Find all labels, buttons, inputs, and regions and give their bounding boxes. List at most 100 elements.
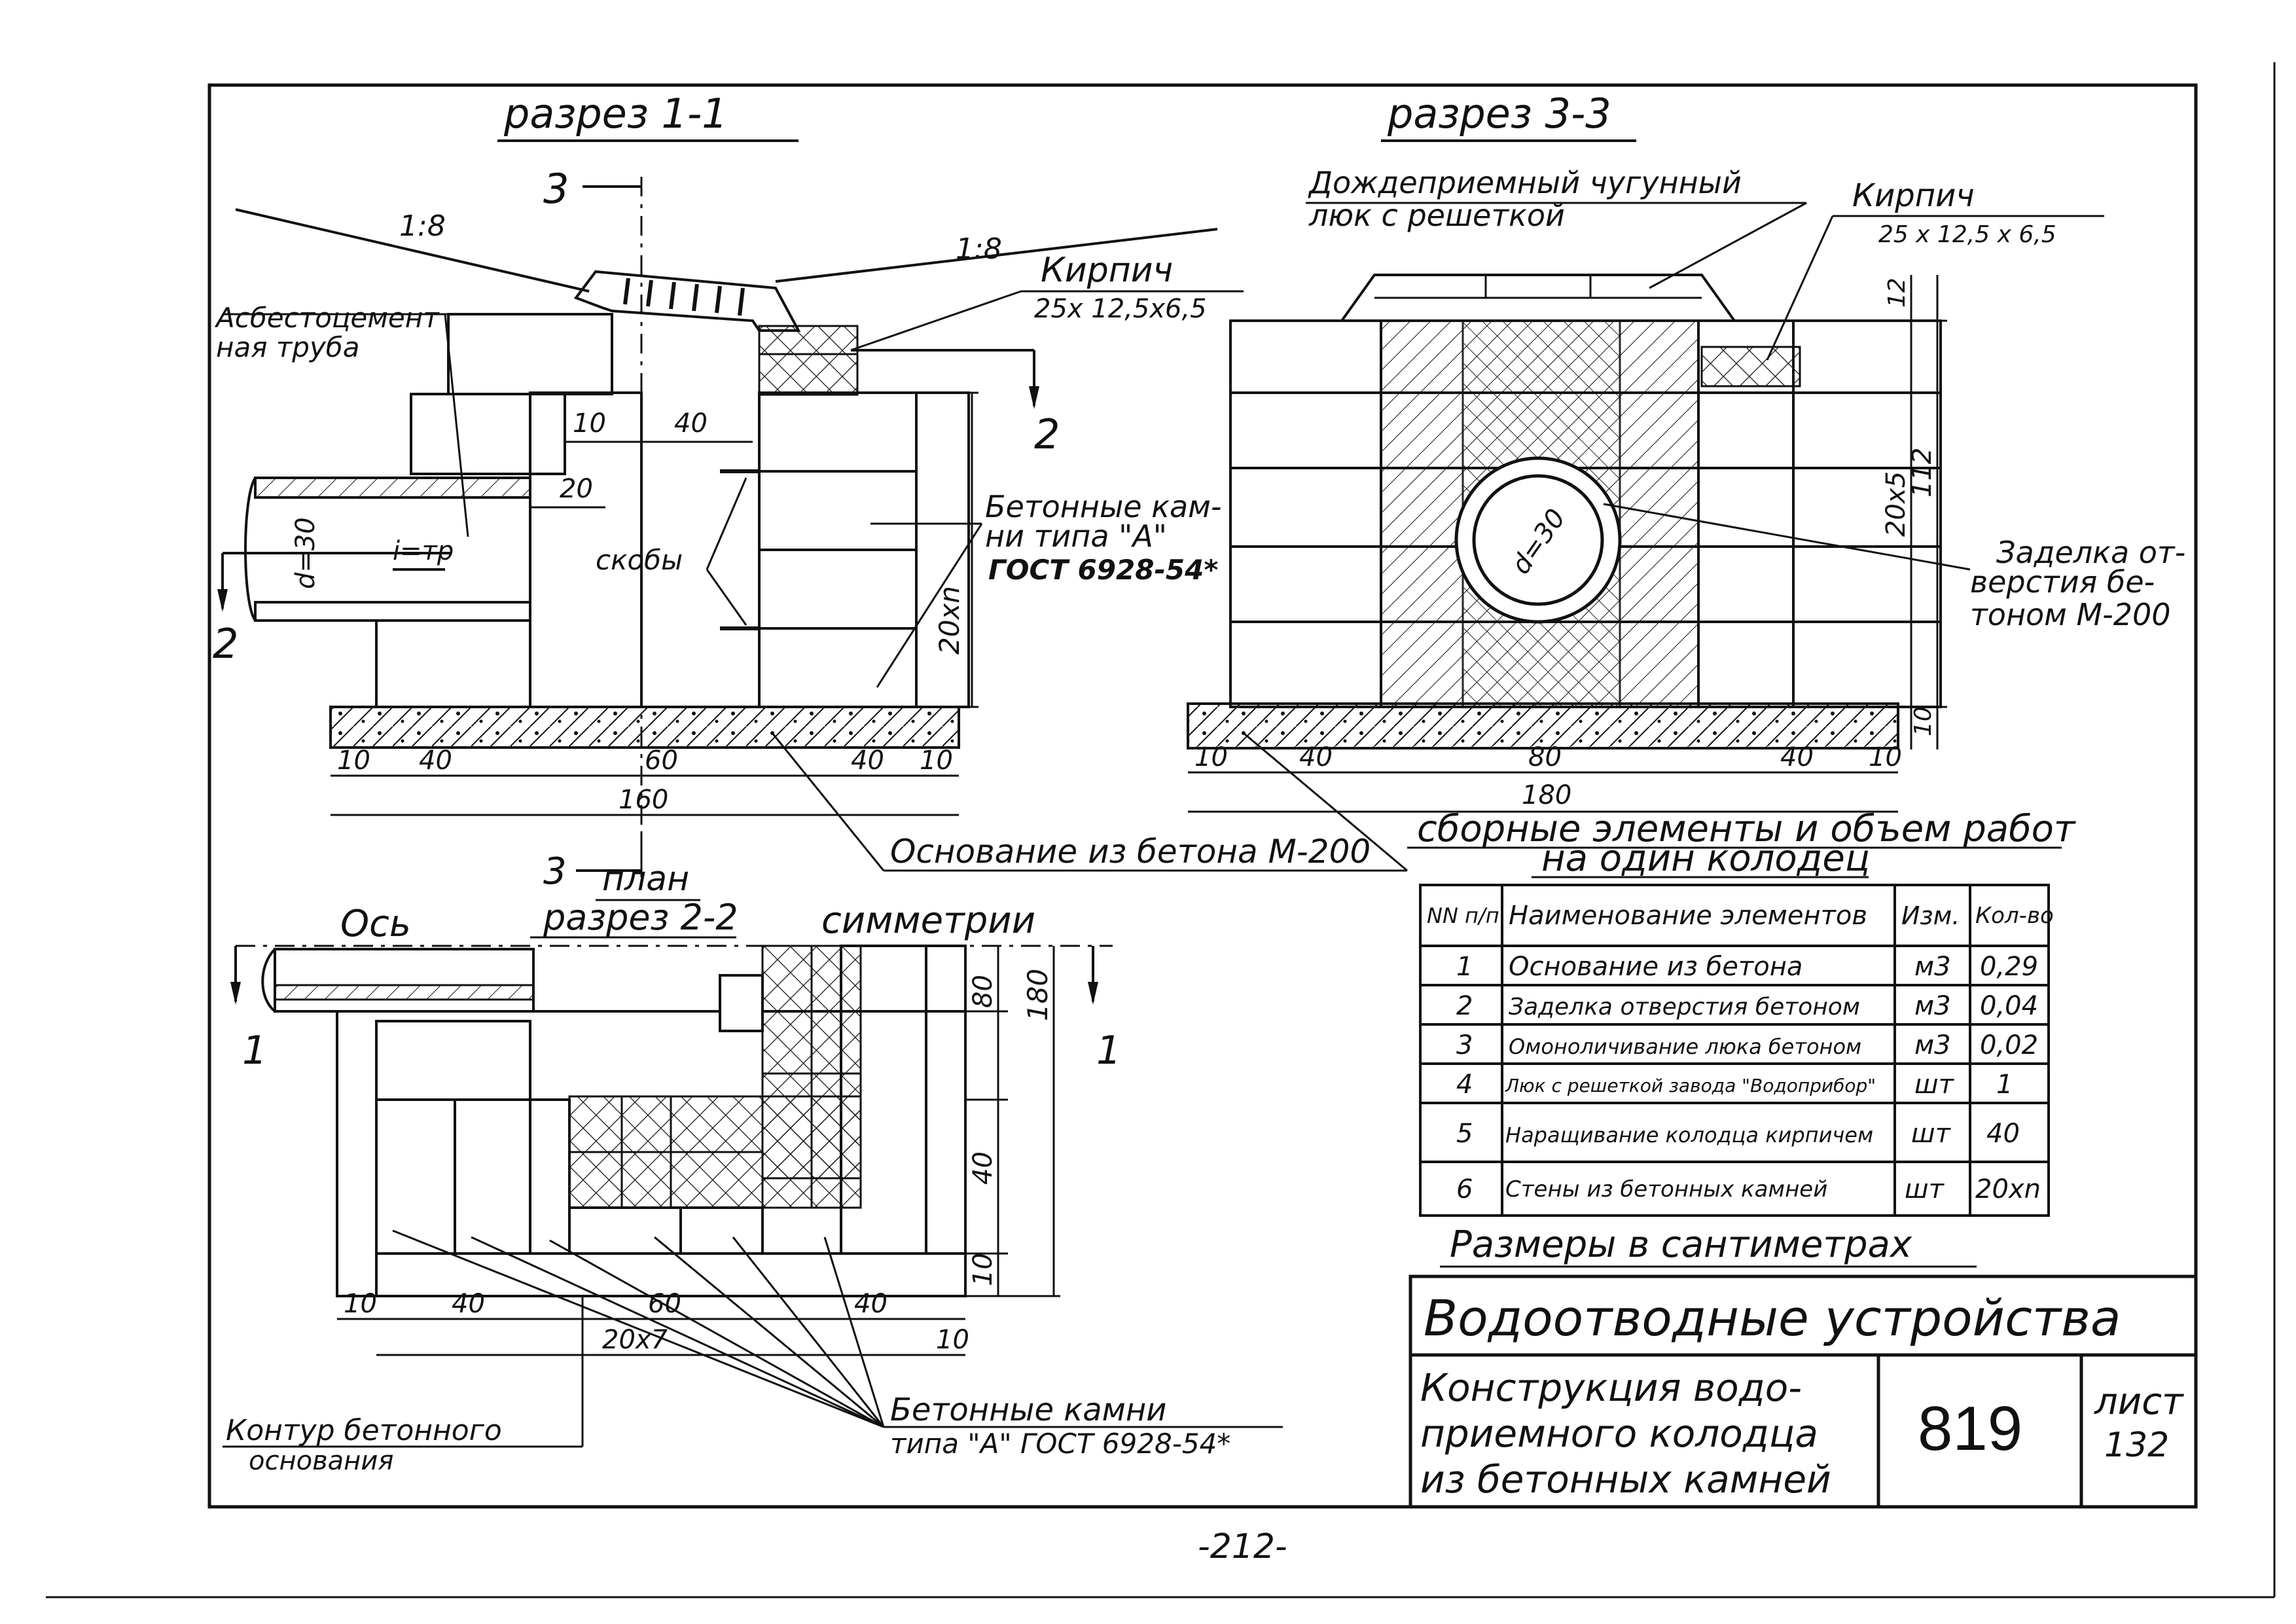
pipe-label-2: ная труба — [216, 331, 359, 363]
table-body: 1 Основание из бетона м3 0,29 2 Заделка … — [1456, 952, 2041, 1204]
table-row: 6 — [1456, 1174, 1473, 1204]
title-block: Водоотводные устройства Конструкция водо… — [1408, 1274, 2198, 1509]
svg-text:1: 1 — [1996, 1070, 2013, 1100]
section-3-3-title: разрез 3-3 — [1387, 90, 1611, 137]
svg-text:Заделка отверстия бетоном: Заделка отверстия бетоном — [1509, 994, 1860, 1020]
slope-left-label: 1:8 — [399, 209, 446, 243]
base-label: Основание из бетона М-200 — [890, 833, 1371, 871]
sheet-label: лист — [2094, 1380, 2184, 1423]
dim-20x5: 20x5 — [1881, 471, 1911, 537]
section-1-1: разрез 1-1 3 1:8 1:8 Кирпич 25x 12,5x6,5… — [213, 90, 1244, 851]
dim-12: 12 — [1884, 278, 1910, 308]
svg-text:шт: шт — [1911, 1119, 1952, 1149]
sheet-number: 132 — [2104, 1426, 2169, 1465]
plan-dim-80: 80 — [968, 975, 998, 1008]
title-heading: Водоотводные устройства — [1424, 1289, 2121, 1347]
contour-label-2: основания — [249, 1446, 393, 1476]
svg-text:м3: м3 — [1914, 952, 1951, 982]
stones-label-1: Бетонные кам- — [985, 489, 1221, 524]
svg-text:шт: шт — [1905, 1174, 1945, 1204]
table-row: 3 — [1456, 1030, 1473, 1060]
section-3-3: разрез 3-3 Дождеприемный чугунный люк с … — [1187, 90, 2185, 813]
hatch-label-1: Дождеприемный чугунный — [1308, 165, 1742, 200]
marker-2-right: 2 — [1034, 410, 1060, 458]
table-row: 5 — [1456, 1119, 1473, 1149]
svg-text:Наращивание колодца кирпичем: Наращивание колодца кирпичем — [1505, 1123, 1873, 1147]
dim-10: 10 — [573, 408, 606, 439]
plan-title-2: разрез 2-2 — [543, 897, 738, 938]
svg-text:0,04: 0,04 — [1980, 991, 2038, 1021]
axis-label-1: Ось — [340, 903, 411, 945]
plan-dim-40: 40 — [968, 1151, 998, 1185]
slope-right-label: 1:8 — [956, 232, 1002, 266]
seal-label-1: Заделка от- — [1996, 535, 2185, 570]
title-desc-3: из бетонных камней — [1420, 1457, 1831, 1502]
dim-b2: 40 — [419, 746, 452, 776]
plan-marker-1-left: 1 — [242, 1028, 267, 1074]
svg-text:шт: шт — [1914, 1070, 1955, 1100]
table-row: 4 — [1456, 1070, 1473, 1100]
dim-total-180: 180 — [1522, 780, 1571, 810]
th-qty: Кол-во — [1975, 903, 2054, 929]
stones-label-3: ГОСТ 6928-54* — [988, 554, 1218, 586]
wall-height: 20xn — [933, 586, 965, 655]
title-desc-1: Конструкция водо- — [1420, 1365, 1802, 1410]
brick-size: 25x 12,5x6,5 — [1034, 294, 1207, 324]
svg-text:Омоноличивание люка бетоном: Омоноличивание люка бетоном — [1509, 1034, 1861, 1059]
dim-b4: 40 — [851, 746, 884, 776]
svg-text:Основание из бетона: Основание из бетона — [1509, 952, 1803, 982]
svg-text:0,02: 0,02 — [1980, 1030, 2038, 1060]
seal-label-2: верстия бе- — [1970, 564, 2155, 600]
th-num: NN п/п — [1427, 903, 1499, 928]
brackets-label: скобы — [596, 544, 683, 576]
dim-40: 40 — [674, 408, 708, 439]
dim3-b1: 10 — [1194, 742, 1228, 772]
svg-text:м3: м3 — [1914, 1030, 1951, 1060]
contour-label-1: Контур бетонного — [226, 1414, 502, 1447]
pipe-slope: i=тр — [393, 536, 454, 566]
marker-2-left: 2 — [213, 620, 238, 668]
plan-marker-3: 3 — [543, 850, 567, 893]
brick-label: Кирпич — [1041, 251, 1173, 290]
table-row: 2 — [1456, 991, 1473, 1021]
dim3-b3: 80 — [1528, 742, 1562, 772]
plan-dim-10: 10 — [968, 1253, 998, 1286]
plan-dim-180: 180 — [1022, 969, 1054, 1021]
dim-112: 112 — [1907, 448, 1937, 497]
plan-dim-b2: 40 — [452, 1289, 485, 1319]
svg-text:м3: м3 — [1914, 991, 1951, 1021]
marker-3-top: 3 — [543, 165, 569, 213]
plan-dim-20x7: 20x7 — [602, 1325, 668, 1355]
stones-label-2: ни типа "А" — [985, 518, 1167, 554]
dim3-b5: 10 — [1869, 742, 1902, 772]
dim3-b2: 40 — [1299, 742, 1333, 772]
dim3-b4: 40 — [1780, 742, 1814, 772]
dim-b1: 10 — [337, 746, 370, 776]
drawing-number: 819 — [1918, 1394, 2022, 1464]
plan-stones-label-2: типа "А" ГОСТ 6928-54* — [890, 1428, 1230, 1460]
dim-total-160: 160 — [619, 785, 668, 815]
plan-stones-label-1: Бетонные камни — [890, 1392, 1166, 1428]
th-name: Наименование элементов — [1509, 901, 1867, 931]
dims-note: Размеры в сантиметрах — [1450, 1223, 1912, 1266]
table-title-1: сборные элементы и объем работ — [1417, 808, 2076, 850]
svg-text:0,29: 0,29 — [1980, 952, 2038, 982]
svg-text:Люк с решеткой завода "Водопри: Люк с решеткой завода "Водоприбор" — [1505, 1075, 1876, 1096]
elements-table: сборные элементы и объем работ на один к… — [1407, 808, 2076, 1268]
dim-10-right: 10 — [1910, 706, 1937, 736]
plan-dim-b1: 10 — [344, 1289, 377, 1319]
svg-text:40: 40 — [1986, 1119, 2020, 1149]
table-title-2: на один колодец — [1541, 837, 1870, 880]
brick-size-3: 25 x 12,5 x 6,5 — [1878, 221, 2056, 248]
plan-title-1: план — [602, 859, 689, 899]
table-row: 1 — [1456, 952, 1473, 982]
svg-text:20xn: 20xn — [1975, 1174, 2041, 1204]
sheet-frame — [207, 83, 2198, 1509]
title-desc-2: приемного колодца — [1420, 1411, 1818, 1456]
th-unit: Изм. — [1901, 901, 1960, 930]
plan-section-2-2: 3 план разрез 2-2 Ось симметрии 1 1 — [223, 831, 1283, 1476]
brick-label-3: Кирпич — [1852, 177, 1975, 214]
section-1-1-title: разрез 1-1 — [503, 90, 728, 137]
seal-label-3: тоном М-200 — [1970, 597, 2171, 632]
